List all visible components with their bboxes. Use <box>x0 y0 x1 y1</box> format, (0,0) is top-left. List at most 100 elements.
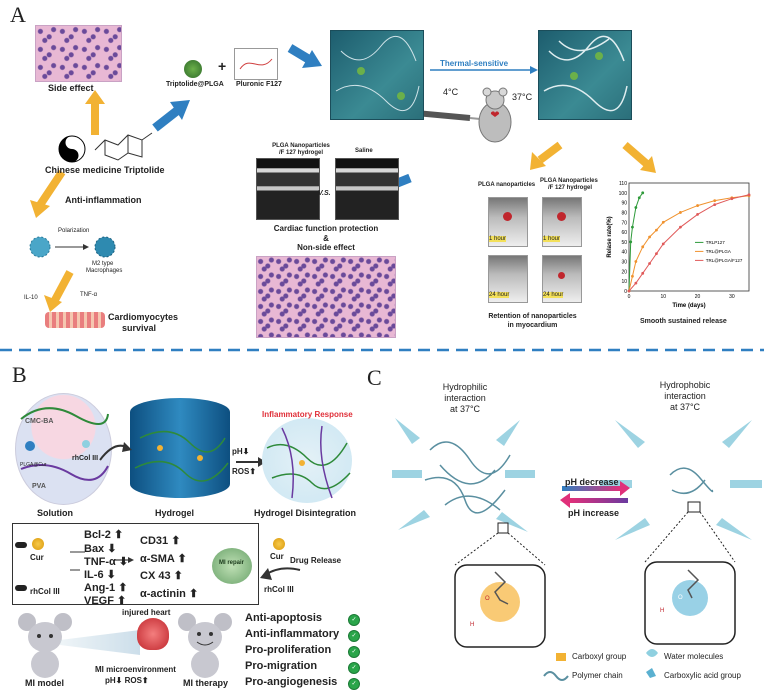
gel-4c-image <box>330 30 424 120</box>
in-myocardium-label: in myocardium <box>507 322 558 329</box>
anti-inflammation-label: Anti-inflammation <box>65 195 142 205</box>
data-point <box>661 242 665 246</box>
il10-label: IL-10 <box>24 295 38 301</box>
data-point <box>634 206 638 209</box>
temp-37c-label: 37°C <box>512 92 533 102</box>
mechanism-box <box>12 523 259 605</box>
cardiomyocytes-label: Cardiomyocytes <box>108 312 179 322</box>
triptolide-structure-image <box>94 132 153 161</box>
effect-item: Anti-inflammatory <box>245 628 340 640</box>
y-tick-label: 0 <box>624 289 627 295</box>
y-tick-label: 10 <box>621 279 627 285</box>
arrow-release <box>622 141 651 169</box>
smooth-release-label: Smooth sustained release <box>640 318 727 325</box>
mouse-injection-image <box>478 87 512 143</box>
polymer-chain-icon <box>543 671 569 681</box>
effect-item: Pro-migration <box>245 660 318 672</box>
macrophages-label: Macrophages <box>86 268 123 274</box>
y-tick-label: 20 <box>621 269 627 275</box>
yin-yang-icon <box>58 135 86 163</box>
bax-label: Bax ⬇ <box>84 543 117 555</box>
side-effect-tissue-image <box>35 25 122 82</box>
check-icon: ✓ <box>348 614 360 626</box>
legend-label: TRL@PLGA/F127 <box>706 258 743 263</box>
echo-f127-label: /F 127 hydrogel <box>278 150 323 156</box>
tnfa-label-a: TNF-α <box>80 292 98 298</box>
x-axis-label: Time (days) <box>672 303 705 309</box>
polymer-tangle-left <box>424 441 511 514</box>
side-effect-label: Side effect <box>48 83 94 93</box>
survival-label: survival <box>122 323 157 333</box>
arrow-blue-2 <box>287 44 313 64</box>
vs-label: V.S. <box>318 190 331 197</box>
ph-decrease-label: pH decrease <box>565 477 619 487</box>
asma-label: α-SMA ⬆ <box>140 553 187 565</box>
macrophage-polarization-image <box>29 236 116 258</box>
panel-c-letter: C <box>367 365 382 390</box>
y-tick-label: 90 <box>621 201 627 207</box>
data-point <box>730 197 734 201</box>
mi-model-label: MI model <box>25 678 65 688</box>
data-point <box>634 260 638 263</box>
amp-label: & <box>323 234 329 243</box>
hydrogel-label: Hydrogel <box>155 508 195 518</box>
ph-down-label: pH⬇ <box>232 447 250 456</box>
carboxyl-group-label: Carboxyl group <box>572 652 627 661</box>
hydrogel-disintegration-label: Hydrogel Disintegration <box>254 508 357 518</box>
arrow-retention <box>537 141 563 164</box>
cardiomyocyte-image <box>45 312 105 328</box>
ros-up-label: ROS⬆ <box>232 467 257 476</box>
inflammatory-response-label: Inflammatory Response <box>262 410 353 419</box>
series-line <box>628 195 750 292</box>
polarization-label: Polarization <box>58 228 90 234</box>
data-point <box>661 220 665 224</box>
non-side-tissue-image <box>256 256 396 338</box>
non-side-effect-label: Non-side effect <box>297 243 355 252</box>
hour-24b-label: 24 hour <box>543 292 564 298</box>
echo-saline-image <box>335 158 399 220</box>
mi-therapy-mouse-image <box>178 613 232 678</box>
mi-microenvironment-label: MI microenvironment <box>95 665 176 674</box>
arrow-anti-inflammation <box>36 169 66 208</box>
cd31-label: CD31 ⬆ <box>140 535 181 547</box>
data-point <box>696 213 699 216</box>
cur-right-icon <box>273 538 285 550</box>
hour-24a-label: 24 hour <box>489 292 510 298</box>
check-icon: ✓ <box>348 662 360 674</box>
polymer-chain-label: Polymer chain <box>572 671 623 680</box>
data-point <box>713 199 717 203</box>
data-point <box>627 289 631 293</box>
data-point <box>679 211 682 214</box>
aactinin-label: α-actinin ⬆ <box>140 588 199 600</box>
data-point <box>641 271 645 275</box>
plga-cur-label: PLGA@Cur <box>20 462 47 468</box>
data-point <box>655 252 658 256</box>
chinese-medicine-label: Chinese medicine Triptolide <box>45 165 165 175</box>
data-point <box>679 225 682 229</box>
il6-label: IL-6 ⬇ <box>84 569 116 581</box>
hour-1b-label: 1 hour <box>543 236 561 242</box>
hydrogel-disintegration-image <box>262 418 352 503</box>
interaction-2-label: interaction <box>664 391 706 401</box>
y-tick-label: 40 <box>621 250 627 256</box>
m2-type-label: M2 type <box>92 261 114 267</box>
retention-f127-label: /F 127 hydrogel <box>548 185 593 191</box>
effect-item: Pro-angiogenesis <box>245 676 338 688</box>
retention-label: Retention of nanoparticles <box>488 313 577 320</box>
data-point <box>713 203 717 206</box>
data-point <box>648 262 651 265</box>
x-tick-label: 30 <box>729 294 735 300</box>
data-point <box>631 274 634 278</box>
y-axis-label: Relase rate(%) <box>607 216 613 257</box>
rhcol-label: rhCol III <box>72 455 99 462</box>
cur-label: Cur <box>30 553 44 562</box>
data-point <box>634 281 638 285</box>
mi-repair-image <box>212 548 252 584</box>
atom-o-left: O <box>485 596 490 602</box>
ph-increase-label: pH increase <box>568 508 620 518</box>
atom-o-right: O <box>678 595 683 601</box>
solution-image <box>15 393 112 505</box>
data-point <box>696 204 699 207</box>
